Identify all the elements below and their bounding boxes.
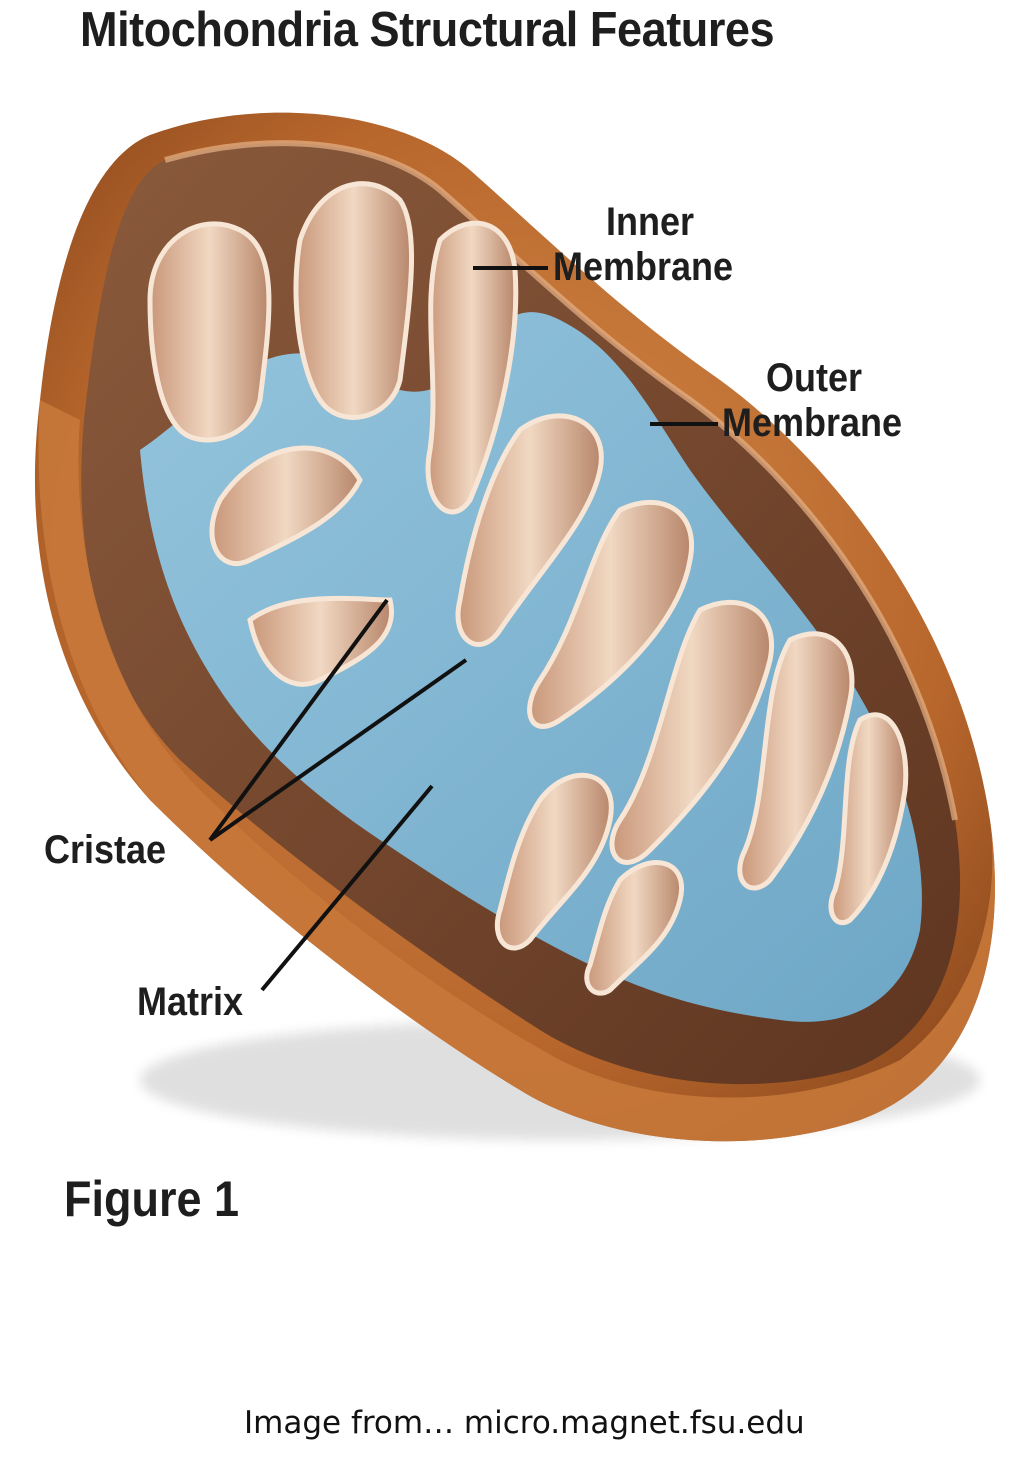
label-cristae: Cristae — [44, 828, 167, 872]
label-inner-membrane-line2: Membrane — [553, 245, 734, 289]
leader-matrix — [260, 784, 434, 992]
label-outer-membrane-line2: Membrane — [722, 401, 903, 445]
diagram-title: Mitochondria Structural Features — [80, 3, 775, 57]
rim-highlight — [164, 140, 958, 821]
leader-cristae-2 — [208, 658, 468, 842]
outer-membrane-lip — [38, 400, 995, 1142]
leader-cristae-1 — [208, 598, 389, 842]
label-matrix: Matrix — [137, 980, 244, 1024]
cristae-folds — [147, 181, 909, 996]
image-credit: Image from… micro.magnet.fsu.edu — [244, 1405, 805, 1441]
figure-label: Figure 1 — [64, 1171, 240, 1227]
label-inner-membrane-line1: Inner — [606, 200, 695, 244]
leader-lines — [208, 266, 718, 992]
label-outer-membrane-line1: Outer — [766, 356, 863, 400]
